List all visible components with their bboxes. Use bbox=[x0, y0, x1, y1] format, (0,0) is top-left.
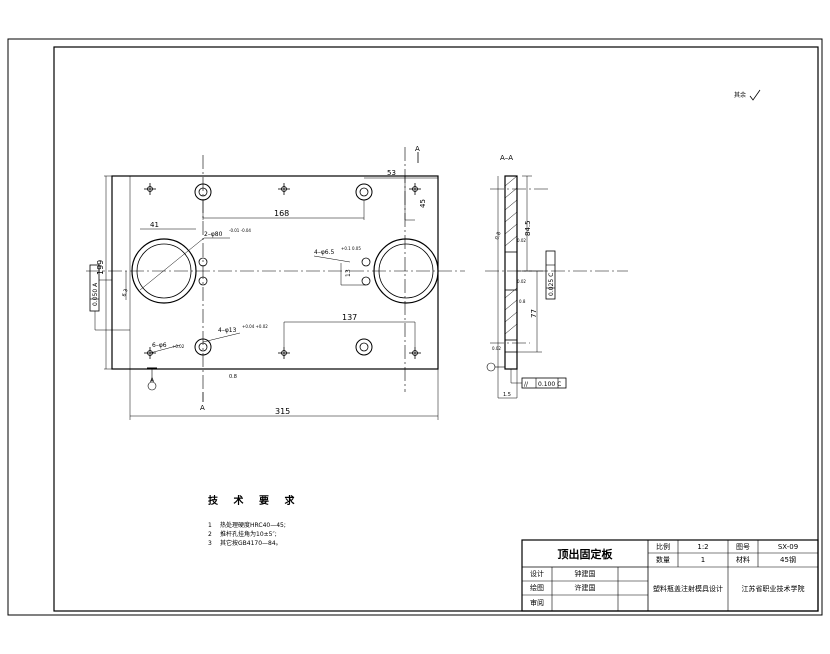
dim-45: 45 bbox=[419, 199, 427, 208]
parallel-symbol: // bbox=[524, 381, 529, 388]
side-small-b: 0.02 bbox=[517, 279, 526, 284]
dim-77: 77 bbox=[530, 309, 538, 318]
hole-2-label: 2–φ80 bbox=[204, 231, 223, 238]
project-name: 塑料瓶盖注射模具设计 bbox=[653, 585, 723, 593]
rough-left: 6.3 bbox=[121, 288, 129, 298]
dim-41: 41 bbox=[150, 221, 159, 229]
hole-4-large-label: 4–φ13 bbox=[218, 327, 237, 334]
section-title: A–A bbox=[500, 154, 513, 162]
large-hole-left bbox=[131, 238, 197, 304]
surface-finish-symbol bbox=[749, 89, 761, 101]
qty-value: 1 bbox=[700, 556, 706, 564]
dim-13: 13 bbox=[345, 269, 352, 277]
dim-168: 168 bbox=[274, 209, 289, 218]
qty-label: 数量 bbox=[656, 556, 670, 564]
plate-outline bbox=[111, 175, 439, 370]
tolerance-frame-right bbox=[545, 250, 556, 300]
part-name: 顶出固定板 bbox=[557, 547, 613, 561]
scale-label: 比例 bbox=[656, 542, 670, 551]
outer-border bbox=[7, 38, 823, 616]
draw-value: 许建国 bbox=[574, 584, 596, 592]
dim-overall-height: 199 bbox=[96, 260, 105, 275]
material-value: 45钢 bbox=[780, 556, 796, 564]
scale-value: 1:2 bbox=[697, 542, 709, 551]
side-small-a: 0.02 bbox=[517, 238, 526, 243]
draw-label: 绘图 bbox=[530, 584, 544, 592]
hole-6-label: 6–φ6 bbox=[152, 342, 167, 349]
side-small-c: 0.8 bbox=[519, 299, 526, 304]
hole-6-tol: +0.02 bbox=[172, 344, 185, 349]
drawing-no-value: SX-09 bbox=[777, 542, 799, 551]
hole-4-small-label: 4–φ6.5 bbox=[314, 249, 335, 256]
dim-1-5: 1.5 bbox=[503, 392, 511, 398]
section-label-top: A bbox=[415, 145, 420, 153]
inner-border bbox=[53, 46, 819, 612]
review-label: 审阅 bbox=[530, 599, 544, 607]
design-label: 设计 bbox=[530, 570, 544, 578]
drawing-no-label: 图号 bbox=[736, 542, 750, 551]
hole-2-tol: -0.01 -0.04 bbox=[229, 228, 251, 233]
dim-overall-width: 315 bbox=[275, 407, 290, 416]
side-small-d: 0.02 bbox=[492, 346, 501, 351]
tolerance-frame-left bbox=[89, 264, 100, 312]
material-label: 材料 bbox=[736, 556, 750, 564]
hole-4-small-tol: +0.1 0.05 bbox=[341, 246, 361, 251]
parallel-tolerance-side: 0.025 C bbox=[548, 273, 555, 296]
dim-137: 137 bbox=[342, 313, 357, 322]
surface-finish-note: 其余 bbox=[734, 91, 746, 99]
notes-heading: 技 术 要 求 bbox=[208, 496, 301, 507]
section-label-bottom: A bbox=[200, 404, 205, 412]
section-view-labels: A–A 84.5 77 1.5 0.8 0.02 0.02 0.8 0.02 0… bbox=[492, 154, 561, 398]
dim-84-5: 84.5 bbox=[524, 220, 532, 236]
side-rough-mid: 0.8 bbox=[494, 231, 502, 241]
datum-a-label: A bbox=[150, 377, 155, 384]
design-value: 钟建国 bbox=[574, 570, 596, 578]
hole-4-large-tol: +0.04 +0.02 bbox=[242, 324, 268, 329]
front-view bbox=[86, 147, 465, 420]
front-view-labels: A A 315 199 168 137 53 41 45 13 2–φ80 -0… bbox=[92, 145, 427, 416]
school-name: 江苏省职业技术学院 bbox=[741, 585, 805, 593]
large-hole-right bbox=[373, 238, 439, 304]
parallel-tolerance-bottom: 0.100 C bbox=[538, 381, 561, 388]
dim-53: 53 bbox=[387, 169, 396, 177]
section-view bbox=[485, 175, 628, 399]
flatness-tolerance: 0.050 A bbox=[92, 282, 99, 306]
title-block-frame bbox=[521, 539, 819, 612]
rough-bottom: 0.8 bbox=[229, 374, 237, 380]
